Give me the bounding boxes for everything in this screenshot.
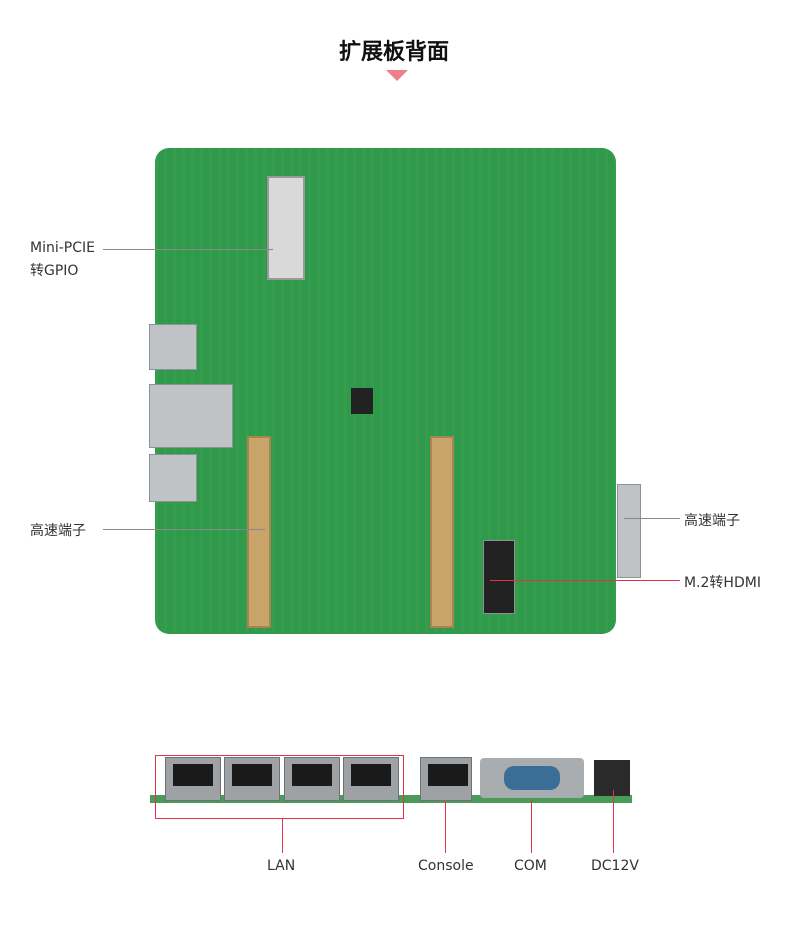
label-lan: LAN — [267, 858, 296, 874]
lan-port-4 — [343, 757, 399, 801]
com-port — [480, 758, 584, 798]
lan-port-3 — [284, 757, 340, 801]
callout-line — [624, 518, 680, 519]
callout-line — [613, 790, 614, 853]
label-high-speed-left: 高速端子 — [30, 523, 86, 539]
m2-slot — [483, 540, 515, 614]
callout-line — [490, 580, 680, 581]
label-dc12v: DC12V — [591, 858, 639, 874]
label-high-speed-right: 高速端子 — [684, 513, 740, 529]
callout-line — [103, 249, 273, 250]
page-title: 扩展板背面 — [338, 40, 449, 65]
label-mini-pcie: Mini-PCIE — [30, 240, 95, 256]
usb-port-2 — [149, 454, 197, 502]
lan-highlight-box — [155, 755, 404, 819]
high-speed-connector-right — [430, 436, 454, 628]
callout-line — [282, 818, 283, 853]
high-speed-connector-left — [247, 436, 271, 628]
lan-port-1 — [165, 757, 221, 801]
dc-jack — [594, 760, 630, 796]
callout-line — [445, 800, 446, 853]
mini-pcie-slot — [267, 176, 305, 280]
ic-chip — [351, 388, 373, 414]
usb-port — [149, 324, 197, 370]
label-m2-hdmi: M.2转HDMI — [684, 575, 761, 591]
callout-line — [531, 800, 532, 853]
label-console: Console — [418, 858, 474, 874]
db9-connector — [617, 484, 641, 578]
label-com: COM — [514, 858, 547, 874]
label-mini-pcie-gpio: 转GPIO — [30, 263, 79, 279]
console-port — [420, 757, 472, 801]
lan-port-2 — [224, 757, 280, 801]
sim-slot — [149, 384, 233, 448]
board-back-photo — [149, 148, 641, 634]
down-arrow-icon — [386, 70, 408, 81]
callout-line — [103, 529, 265, 530]
